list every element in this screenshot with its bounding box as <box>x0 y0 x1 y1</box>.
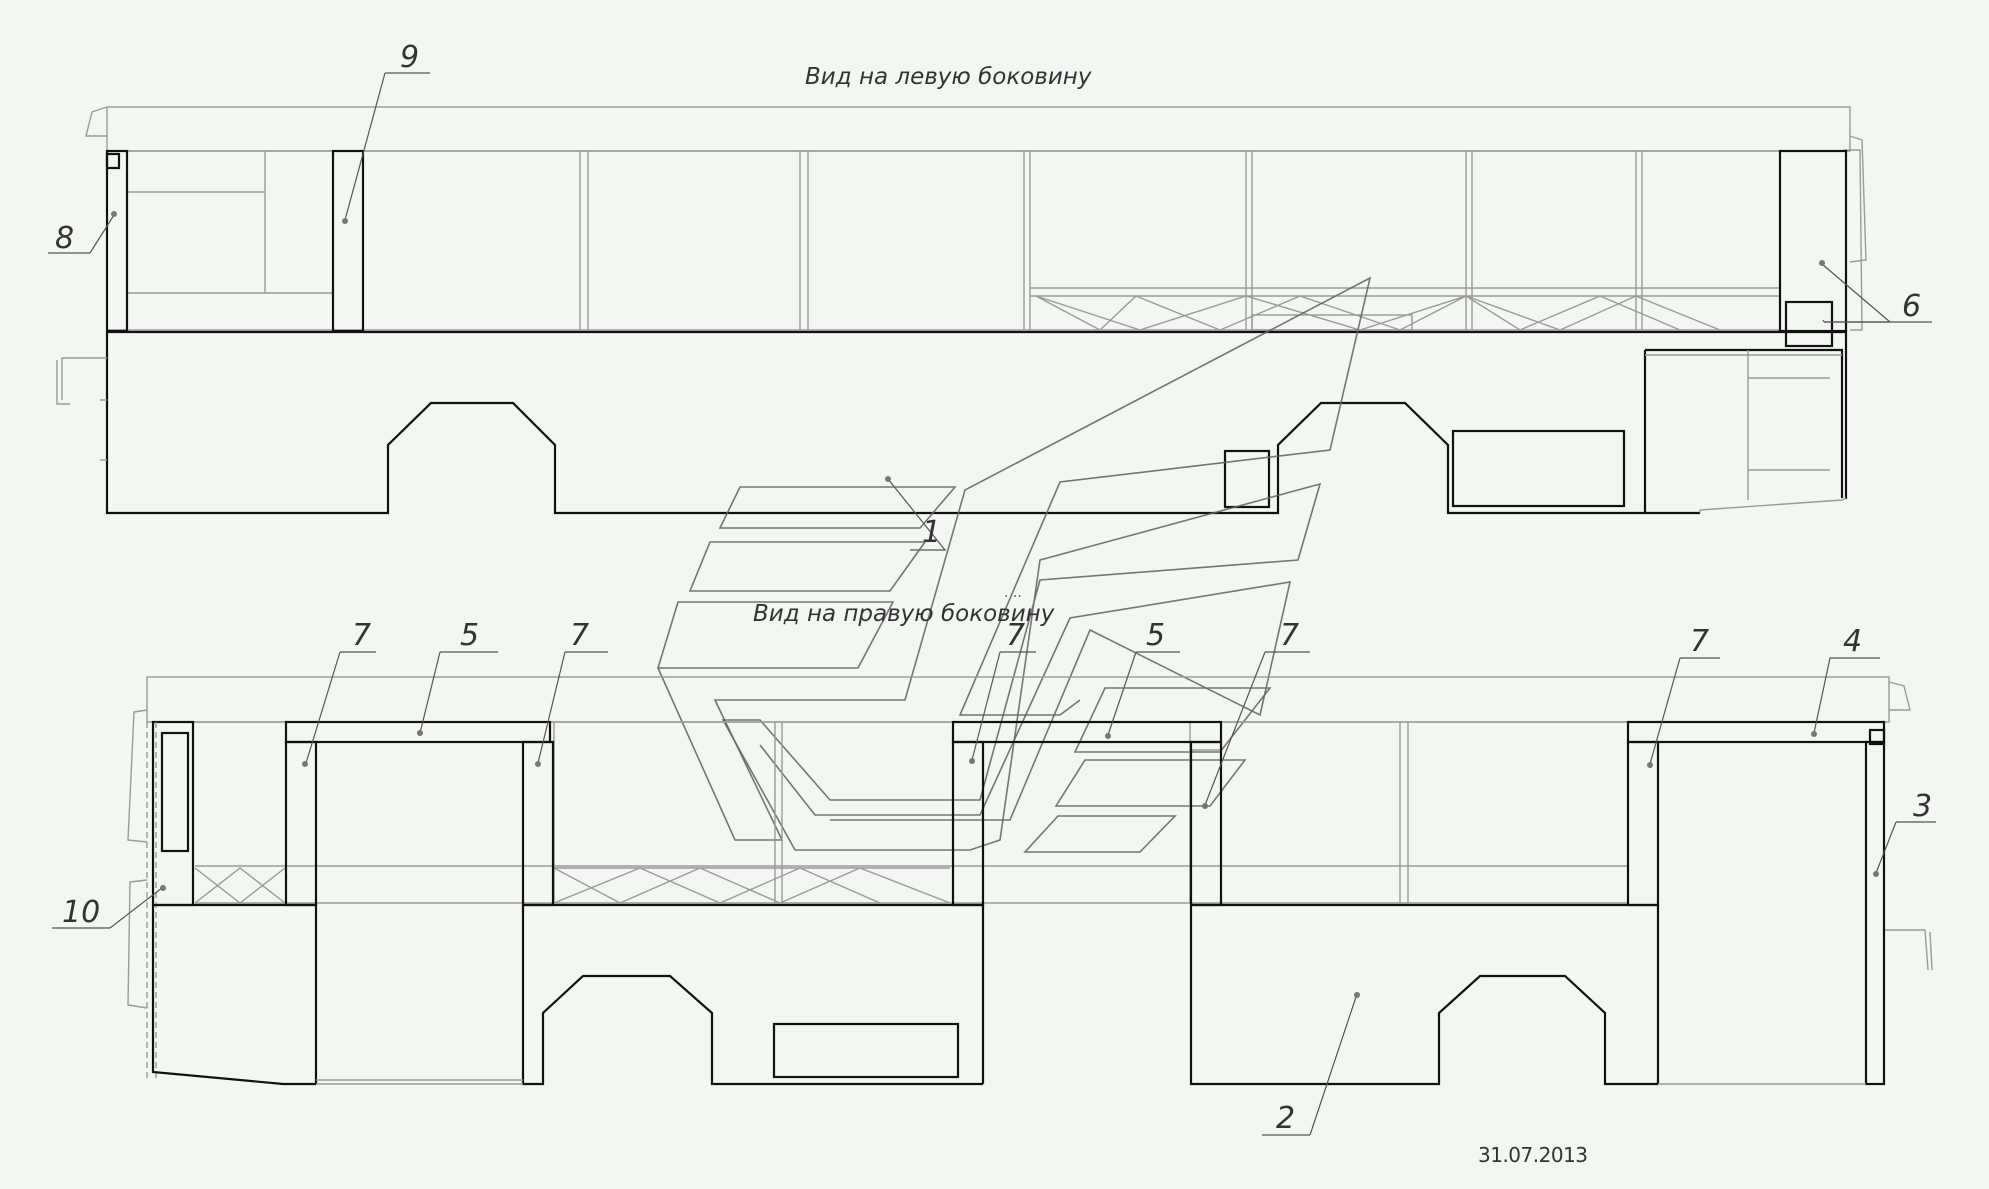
callout-7-a: 7 <box>352 618 371 653</box>
callout-7-c: 7 <box>1006 618 1025 653</box>
door-pillar-5 <box>1626 740 1660 907</box>
callout-4: 4 <box>1843 624 1862 659</box>
left-rear-hatch <box>1784 300 1834 348</box>
callout-5-b: 5 <box>1146 618 1165 653</box>
left-pillar-9 <box>331 149 365 333</box>
left-front-pillar <box>105 149 129 333</box>
left-small-hatch <box>1223 449 1271 509</box>
door-pillar-1 <box>284 740 318 907</box>
right-luggage-hatch <box>772 1022 960 1079</box>
left-side-view: Вид на левую боковину <box>48 40 1932 551</box>
callout-6: 6 <box>1902 289 1921 324</box>
door-pillar-4 <box>1189 740 1223 907</box>
right-view-title: Вид на правую боковину <box>753 601 1055 627</box>
left-front-cap <box>85 106 108 137</box>
left-view-title: Вид на левую боковину <box>805 64 1092 90</box>
door-beam-2 <box>951 720 1223 744</box>
rear-pillar <box>1864 740 1886 1086</box>
callout-7-b: 7 <box>570 618 589 653</box>
callout-9: 9 <box>400 40 419 75</box>
left-roof <box>106 106 1851 152</box>
right-window-frame <box>147 721 1885 904</box>
callout-5-a: 5 <box>460 618 479 653</box>
right-lower-body <box>153 903 1660 1084</box>
door-pillar-3 <box>951 740 985 907</box>
left-window-frame <box>107 150 1780 331</box>
door-beam-1 <box>284 720 552 744</box>
callout-1: 1 <box>922 515 941 550</box>
callout-10: 10 <box>62 895 100 930</box>
left-luggage-hatch <box>1451 429 1626 508</box>
door-beam-3 <box>1626 720 1886 744</box>
callout-7-d: 7 <box>1280 618 1299 653</box>
callout-7-e: 7 <box>1690 624 1709 659</box>
watermark-logo: . .. <box>656 276 1372 853</box>
callout-3: 3 <box>1913 789 1932 824</box>
left-lower-body <box>105 330 1848 515</box>
callout-8: 8 <box>55 221 74 256</box>
logo-mark: . .. <box>1004 585 1022 601</box>
left-rear-pillar <box>1778 149 1848 333</box>
callout-2: 2 <box>1276 1101 1295 1136</box>
drawing-date: 31.07.2013 <box>1478 1143 1588 1167</box>
right-side-view: Вид на правую боковину <box>52 601 1936 1136</box>
